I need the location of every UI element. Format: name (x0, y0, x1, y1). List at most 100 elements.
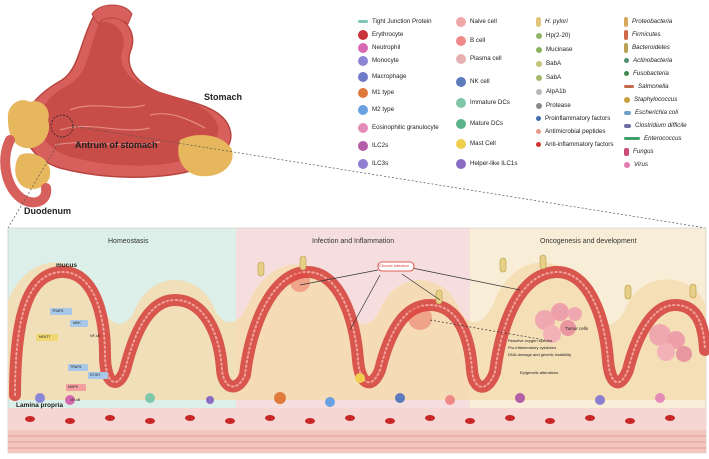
legend-immature-dcs: Immature DCs (456, 97, 510, 108)
zoom-line-right (71, 125, 707, 229)
legend-m2-type: M2 type (358, 104, 394, 115)
lamina-propria-label: Lamina propria (16, 402, 63, 409)
h-pylori-bacteria (257, 254, 697, 305)
legend-erythrocyte: Erythrocyte (358, 29, 403, 40)
immature-dcs-icon (456, 97, 466, 108)
macrophage-icon (358, 71, 368, 82)
bacteroidetes-icon (624, 42, 628, 53)
legend-fusobacteria: Fusobacteria (624, 68, 669, 79)
m2-type-icon (358, 104, 368, 115)
chronic-infection-label: Chronic infection (379, 263, 409, 268)
legend-h-pylori: H. pylori (536, 16, 568, 27)
neutrophil-icon (358, 42, 368, 53)
stomach-illustration (0, 4, 233, 208)
enterococcus-icon (624, 137, 640, 140)
mucinase-icon (536, 46, 542, 53)
mapk-label: MAPK (68, 385, 79, 389)
duodenum-label: Duodenum (24, 206, 71, 216)
fusobacteria-icon (624, 71, 629, 76)
fungus-icon (624, 147, 629, 156)
legend-enterococcus: Enterococcus (624, 133, 682, 144)
mature-dcs-icon (456, 118, 466, 129)
legend-ilc2s: ILC2s (358, 140, 388, 151)
legend-m1-type: M1 type (358, 87, 394, 98)
actinobacteria-icon (624, 58, 629, 63)
helper-like-ilc1s-icon (456, 158, 466, 169)
legend-proinflammatory-factors: Proinflammatory factors (536, 113, 610, 124)
zoom-line-left (7, 136, 63, 229)
legend-nk-cell: NK cell (456, 76, 490, 87)
tumor-cells-label: Tumor cells (565, 326, 589, 331)
legend-helper-like-ilc1s: Helper-like ILC1s (456, 158, 517, 169)
dna-damage-label: DNA damage and genetic instability (508, 352, 572, 357)
legend-escherichia-coli: Escherichia coli (624, 107, 678, 118)
legend-firmicutes: Firmicutes (624, 29, 661, 40)
legend-staphylococcus: Staphylococcus (624, 94, 677, 105)
ilc3s-icon (358, 158, 368, 169)
antrum-label: Antrum of stomach (75, 140, 158, 150)
monocyte-icon (358, 55, 368, 66)
oncogenesis-title: Oncogenesis and development (540, 238, 637, 245)
legend-actinobacteria: Actinobacteria (624, 55, 672, 66)
traf6-label-1: TRAF6 (52, 309, 64, 313)
escherichia-coli-icon (624, 110, 631, 115)
stomach-label: Stomach (204, 92, 243, 102)
legend-b-cell: B cell (456, 35, 485, 46)
legend-ilc3s: ILC3s (358, 158, 388, 169)
tumor-cells-cluster (535, 303, 692, 362)
legend-clostridium-difficile: Clostridium difficile (624, 120, 687, 131)
legend-monocyte: Monocyte (358, 55, 399, 66)
ros-label: Reactive oxygen species (508, 338, 553, 343)
signaling-boxes (36, 308, 108, 391)
saba-icon (536, 74, 542, 81)
legend-salmonella: Salmonella (624, 81, 669, 92)
alpa1b-icon (536, 88, 542, 95)
epithelium-villi (9, 266, 709, 401)
mkk-label: MKK (73, 321, 81, 325)
b-cell-icon (456, 35, 466, 46)
nk-cell-icon (456, 76, 466, 87)
mfat7-label: MFAT7 (39, 335, 51, 339)
legend-plasma-cell: Plasma cell (456, 53, 502, 64)
naive-cell-icon (456, 16, 466, 27)
epigenetic-label: Epigenetic alterations (520, 370, 559, 375)
clostridium-difficile-icon (624, 123, 631, 128)
virus-icon (624, 161, 630, 168)
anti-inflammatory-factors-icon (536, 142, 541, 147)
nfkb-label-2: NF-κB (70, 398, 81, 402)
ilc2s-icon (358, 140, 368, 151)
firmicutes-icon (624, 29, 628, 40)
legend-protease: Protease (536, 100, 571, 111)
legend-neutrophil: Neutrophil (358, 42, 400, 53)
legend-anti-inflammatory-factors: Anti-inflammatory factors (536, 139, 613, 150)
legend-mature-dcs: Mature DCs (456, 118, 503, 129)
infection-arrows (299, 267, 546, 341)
legend-antimicrobial-peptides: Antimicrobial peptides (536, 126, 606, 137)
hp-2-20-icon (536, 32, 542, 39)
legend-macrophage: Macrophage (358, 71, 406, 82)
nfkb-label: NF-κB (90, 334, 101, 338)
mast-cell-icon (456, 138, 466, 149)
legend-naive-cell: Naive cell (456, 16, 497, 27)
antimicrobial-peptides-icon (536, 129, 541, 134)
legend-mucinase: Mucinase (536, 44, 572, 55)
homeostasis-title: Homeostasis (108, 238, 149, 245)
plasma-cell-icon (456, 53, 466, 64)
legend-saba: SabA (536, 72, 561, 83)
muscle-fibers (8, 435, 706, 449)
legend-tight-junction-protein: Tight Junction Protein (358, 16, 432, 27)
legend-fungus: Fungus (624, 146, 654, 157)
legend-eosinophilic-granulocyte: Eosinophilic granulocyte (358, 122, 439, 133)
muscle-layer (8, 430, 706, 453)
traf6-label-2: TRAF6 (70, 365, 82, 369)
infection-title: Infection and Inflammation (312, 238, 395, 245)
staphylococcus-icon (624, 96, 630, 103)
pro-cytokines-label: Pro-inflammatory cytokines (508, 345, 557, 350)
mucus-label: mucus (56, 262, 77, 269)
immune-cells (35, 373, 665, 407)
legend-mast-cell: Mast Cell (456, 138, 496, 149)
h-pylori-icon (536, 16, 541, 27)
legend-virus: Virus (624, 159, 648, 170)
chronic-infection-box (377, 261, 415, 272)
ecsit-label: ECSIT (90, 373, 101, 377)
